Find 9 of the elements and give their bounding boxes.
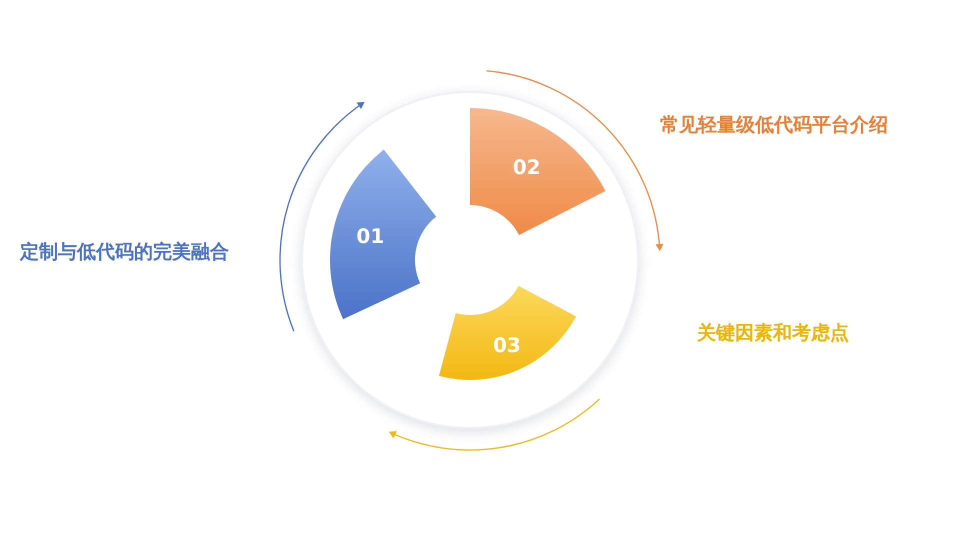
sector-segment — [438, 285, 576, 380]
section-heading: 关键因素和考虑点 — [697, 321, 849, 345]
section-heading: 定制与低代码的完美融合 — [20, 240, 229, 264]
section-heading: 常见轻量级低代码平台介绍 — [660, 113, 888, 137]
step-number: 02 — [512, 155, 541, 180]
sector-segment — [330, 149, 437, 320]
sector-segment — [470, 108, 606, 236]
step-number: 03 — [492, 332, 521, 357]
step-number: 01 — [356, 224, 384, 248]
